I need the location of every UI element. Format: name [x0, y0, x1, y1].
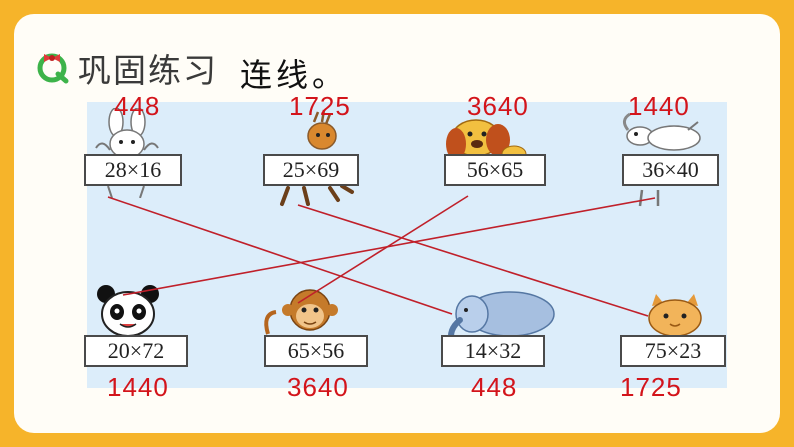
top-answer-3: 3640 [467, 91, 529, 121]
bottom-answer-1: 1440 [107, 372, 169, 402]
expr-box-top-2[interactable]: 25×69 [263, 154, 359, 186]
rabbit-icon [95, 108, 159, 198]
bottom-answer-3: 448 [471, 372, 518, 402]
instruction-text: 连线。 [240, 56, 349, 94]
bottom-answer-2: 3640 [287, 372, 349, 402]
expr-box-bottom-4[interactable]: 75×23 [620, 335, 726, 367]
expr-box-bottom-1[interactable]: 20×72 [84, 335, 188, 367]
bottom-answer-4: 1725 [620, 372, 682, 402]
expr-box-bottom-3[interactable]: 14×32 [441, 335, 545, 367]
expr-box-top-3[interactable]: 56×65 [444, 154, 546, 186]
section-title: 巩固练习 [78, 51, 218, 90]
cat-icon [648, 294, 702, 337]
q-bow-icon [37, 53, 69, 84]
expr-box-top-4[interactable]: 36×40 [622, 154, 719, 186]
top-answer-2: 1725 [289, 91, 351, 121]
expr-box-top-1[interactable]: 28×16 [84, 154, 182, 186]
top-answer-4: 1440 [628, 91, 690, 121]
expr-box-bottom-2[interactable]: 65×56 [264, 335, 368, 367]
top-answer-1: 448 [114, 91, 161, 121]
goat-icon [623, 112, 701, 207]
